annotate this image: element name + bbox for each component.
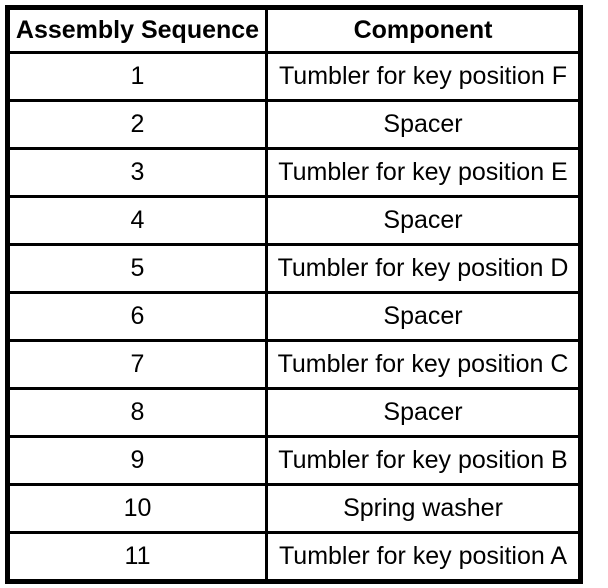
component-cell: Tumbler for key position D bbox=[265, 243, 582, 294]
sequence-cell: 4 bbox=[6, 195, 268, 246]
table-row: 4 Spacer bbox=[6, 195, 582, 246]
table-row: 1 Tumbler for key position F bbox=[6, 51, 582, 102]
component-cell: Spacer bbox=[265, 195, 582, 246]
assembly-sequence-table: Assembly Sequence Component 1 Tumbler fo… bbox=[5, 5, 583, 584]
table-row: 11 Tumbler for key position A bbox=[6, 531, 582, 583]
component-cell: Tumbler for key position C bbox=[265, 339, 582, 390]
sequence-cell: 5 bbox=[6, 243, 268, 294]
table-body: 1 Tumbler for key position F 2 Spacer 3 … bbox=[6, 51, 582, 583]
table-row: 9 Tumbler for key position B bbox=[6, 435, 582, 486]
table-row: 2 Spacer bbox=[6, 99, 582, 150]
sequence-cell: 2 bbox=[6, 99, 268, 150]
table-row: 3 Tumbler for key position E bbox=[6, 147, 582, 198]
table-row: 10 Spring washer bbox=[6, 483, 582, 534]
sequence-cell: 6 bbox=[6, 291, 268, 342]
table-row: 8 Spacer bbox=[6, 387, 582, 438]
component-cell: Spacer bbox=[265, 387, 582, 438]
sequence-cell: 11 bbox=[6, 531, 268, 583]
header-assembly-sequence: Assembly Sequence bbox=[6, 6, 268, 54]
component-cell: Tumbler for key position E bbox=[265, 147, 582, 198]
sequence-cell: 3 bbox=[6, 147, 268, 198]
component-cell: Tumbler for key position B bbox=[265, 435, 582, 486]
sequence-cell: 1 bbox=[6, 51, 268, 102]
header-component: Component bbox=[265, 6, 582, 54]
header-row: Assembly Sequence Component bbox=[6, 6, 582, 54]
component-cell: Spacer bbox=[265, 99, 582, 150]
table-row: 6 Spacer bbox=[6, 291, 582, 342]
sequence-cell: 10 bbox=[6, 483, 268, 534]
component-cell: Tumbler for key position F bbox=[265, 51, 582, 102]
sequence-cell: 9 bbox=[6, 435, 268, 486]
component-cell: Spacer bbox=[265, 291, 582, 342]
sequence-cell: 7 bbox=[6, 339, 268, 390]
table-row: 5 Tumbler for key position D bbox=[6, 243, 582, 294]
table-row: 7 Tumbler for key position C bbox=[6, 339, 582, 390]
component-cell: Spring washer bbox=[265, 483, 582, 534]
sequence-cell: 8 bbox=[6, 387, 268, 438]
component-cell: Tumbler for key position A bbox=[265, 531, 582, 583]
